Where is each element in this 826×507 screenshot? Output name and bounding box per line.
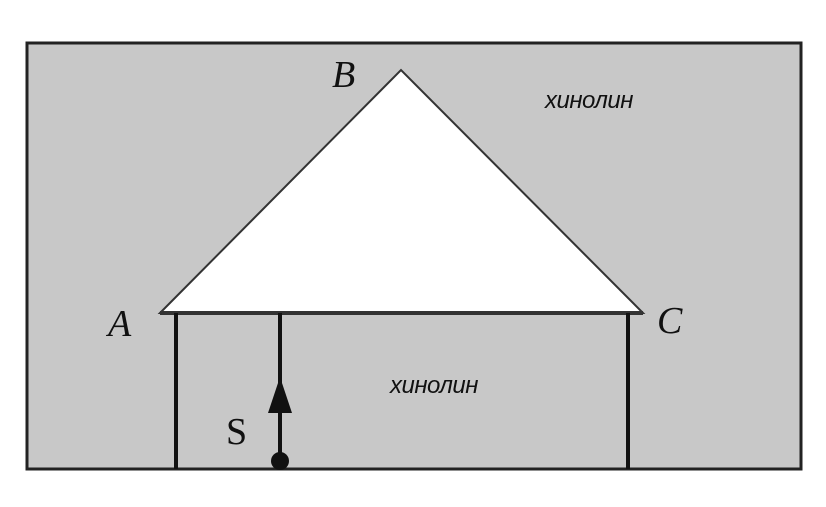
vertex-label-a: A <box>105 303 132 345</box>
source-label-s: S <box>226 411 247 453</box>
vertex-label-b: B <box>332 54 355 96</box>
light-source-point <box>271 452 289 470</box>
ray-direction-arrow <box>268 377 292 413</box>
vertex-label-c: C <box>657 300 683 342</box>
lower-medium-label: хинолин <box>389 372 478 399</box>
upper-medium-label: хинолин <box>544 87 633 114</box>
